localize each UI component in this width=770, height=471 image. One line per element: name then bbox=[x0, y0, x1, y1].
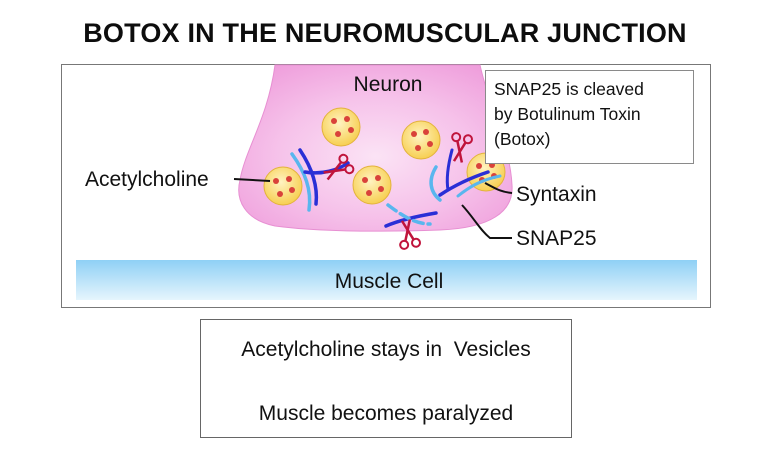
scissors-icon bbox=[323, 153, 355, 181]
scissors-icon bbox=[399, 219, 421, 250]
page-title: BOTOX IN THE NEUROMUSCULAR JUNCTION bbox=[83, 18, 687, 48]
callout-line: (Botox) bbox=[494, 129, 551, 149]
vesicle bbox=[401, 120, 441, 160]
callout-line: SNAP25 is cleaved bbox=[494, 79, 644, 99]
scissors-icon bbox=[451, 132, 473, 163]
callout-line: by Botulinum Toxin bbox=[494, 104, 641, 124]
botox-callout: SNAP25 is cleaved by Botulinum Toxin (Bo… bbox=[485, 70, 694, 164]
muscle-cell bbox=[76, 260, 697, 300]
vesicle bbox=[263, 166, 303, 206]
result-box: Acetylcholine stays in Vesicles Muscle b… bbox=[200, 319, 572, 438]
acetylcholine-label: Acetylcholine bbox=[85, 168, 209, 191]
snap25-label: SNAP25 bbox=[516, 227, 597, 250]
muscle-cell-label: Muscle Cell bbox=[335, 270, 444, 293]
vesicle bbox=[352, 165, 392, 205]
syntaxin-label: Syntaxin bbox=[516, 183, 597, 206]
result-line-paralyzed: Muscle becomes paralyzed bbox=[258, 402, 514, 425]
vesicle bbox=[321, 107, 361, 147]
result-line-vesicles: Acetylcholine stays in Vesicles bbox=[241, 338, 531, 361]
neuron-label: Neuron bbox=[354, 73, 423, 96]
